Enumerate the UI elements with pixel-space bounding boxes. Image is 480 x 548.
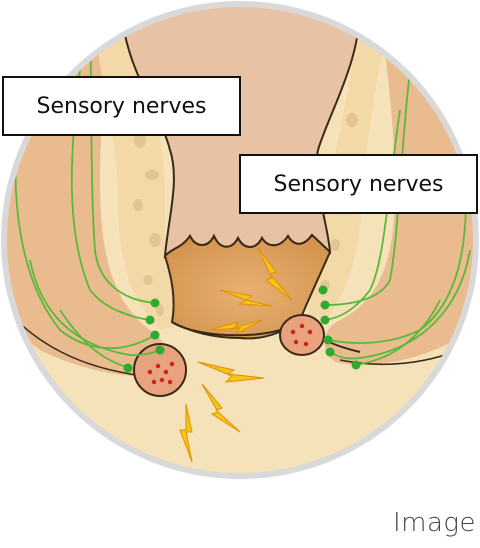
anal-canal [163,233,332,340]
pain-lightning-bolts [179,247,293,463]
lightning-bolt-1 [257,247,293,301]
left-hemorrhoid [133,343,187,397]
lightning-bolt-3 [209,319,263,335]
sensory-nerves-label-left: Sensory nerves [2,76,241,136]
lightning-bolt-5 [201,383,241,433]
circle-frame [1,1,479,479]
lightning-bolt-2 [219,289,273,307]
lightning-bolt-4 [197,361,265,383]
right-hemorrhoid [279,314,325,356]
left-nerves [14,19,161,369]
image-caption: Image [392,508,476,538]
right-nerve-endings [318,285,361,370]
sensory-nerves-label-right: Sensory nerves [239,154,478,214]
left-nerve-endings [123,298,165,373]
lightning-bolt-6 [179,403,193,463]
right-nerves [324,69,471,366]
